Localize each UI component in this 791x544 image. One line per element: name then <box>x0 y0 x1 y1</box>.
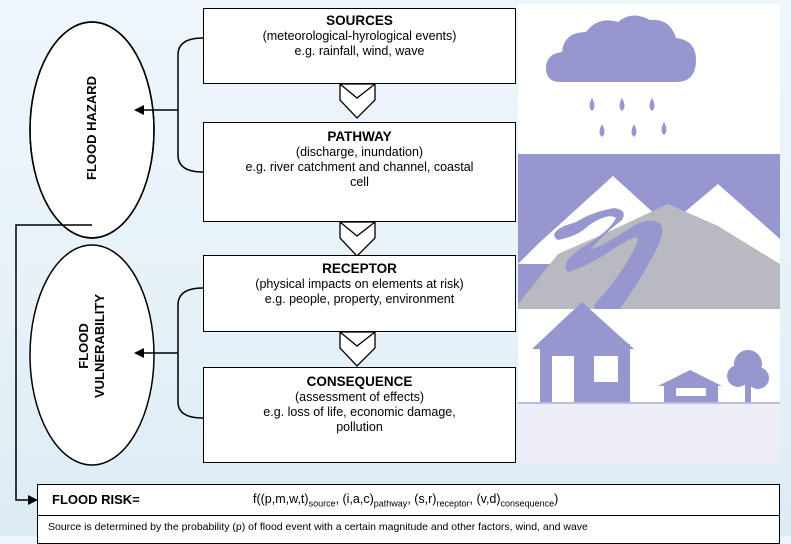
houses-tree-icon <box>518 302 780 464</box>
sources-box: SOURCES (meteorological-hyrological even… <box>203 8 516 84</box>
hazard-bracket <box>177 37 204 173</box>
receptor-title: RECEPTOR <box>322 261 397 276</box>
pathway-line3: cell <box>350 175 369 189</box>
sources-title: SOURCES <box>326 13 393 28</box>
receptor-box: RECEPTOR (physical impacts on elements a… <box>203 255 516 332</box>
sources-line1: (meteorological-hyrological events) <box>262 29 457 43</box>
consequence-title: CONSEQUENCE <box>306 374 413 389</box>
receptor-line2: e.g. people, property, environment <box>264 292 455 306</box>
pathway-box: PATHWAY (discharge, inundation) e.g. riv… <box>203 122 516 222</box>
pathway-line2: e.g. river catchment and channel, coasta… <box>245 160 474 174</box>
flood-risk-description: Source is determined by the probability … <box>48 521 588 533</box>
consequence-box: CONSEQUENCE (assessment of effects) e.g.… <box>203 367 516 463</box>
flood-risk-row: FLOOD RISK= f((p,m,w,t)source, (i,a,c)pa… <box>38 485 779 516</box>
pathway-line1: (discharge, inundation) <box>295 145 424 159</box>
flood-hazard-label: FLOOD HAZARD <box>84 76 99 180</box>
vulnerability-bracket <box>177 287 204 419</box>
sources-line2: e.g. rainfall, wind, wave <box>294 44 425 58</box>
rain-cloud-icon <box>546 15 696 137</box>
consequence-line3: pollution <box>336 420 383 434</box>
chevron-receptor-consequence <box>339 331 376 367</box>
flood-risk-formula: f((p,m,w,t)source, (i,a,c)pathway, (s,r)… <box>253 492 559 509</box>
illustrations-panel <box>518 4 780 464</box>
receptor-line1: (physical impacts on elements at risk) <box>255 277 464 291</box>
flood-risk-box: FLOOD RISK= f((p,m,w,t)source, (i,a,c)pa… <box>37 484 780 544</box>
chevron-pathway-receptor <box>339 221 376 257</box>
flood-risk-label: FLOOD RISK= <box>52 492 140 507</box>
consequence-line1: (assessment of effects) <box>295 390 424 404</box>
pathway-title: PATHWAY <box>327 129 392 144</box>
mountains-river-icon <box>518 154 780 309</box>
risk-connector <box>15 224 92 501</box>
chevron-sources-pathway <box>339 83 376 119</box>
flood-vulnerability-ellipse <box>29 244 155 466</box>
consequence-line2: e.g. loss of life, economic damage, <box>263 405 456 419</box>
flood-vulnerability-label: FLOOD VULNERABILITY <box>76 294 107 398</box>
